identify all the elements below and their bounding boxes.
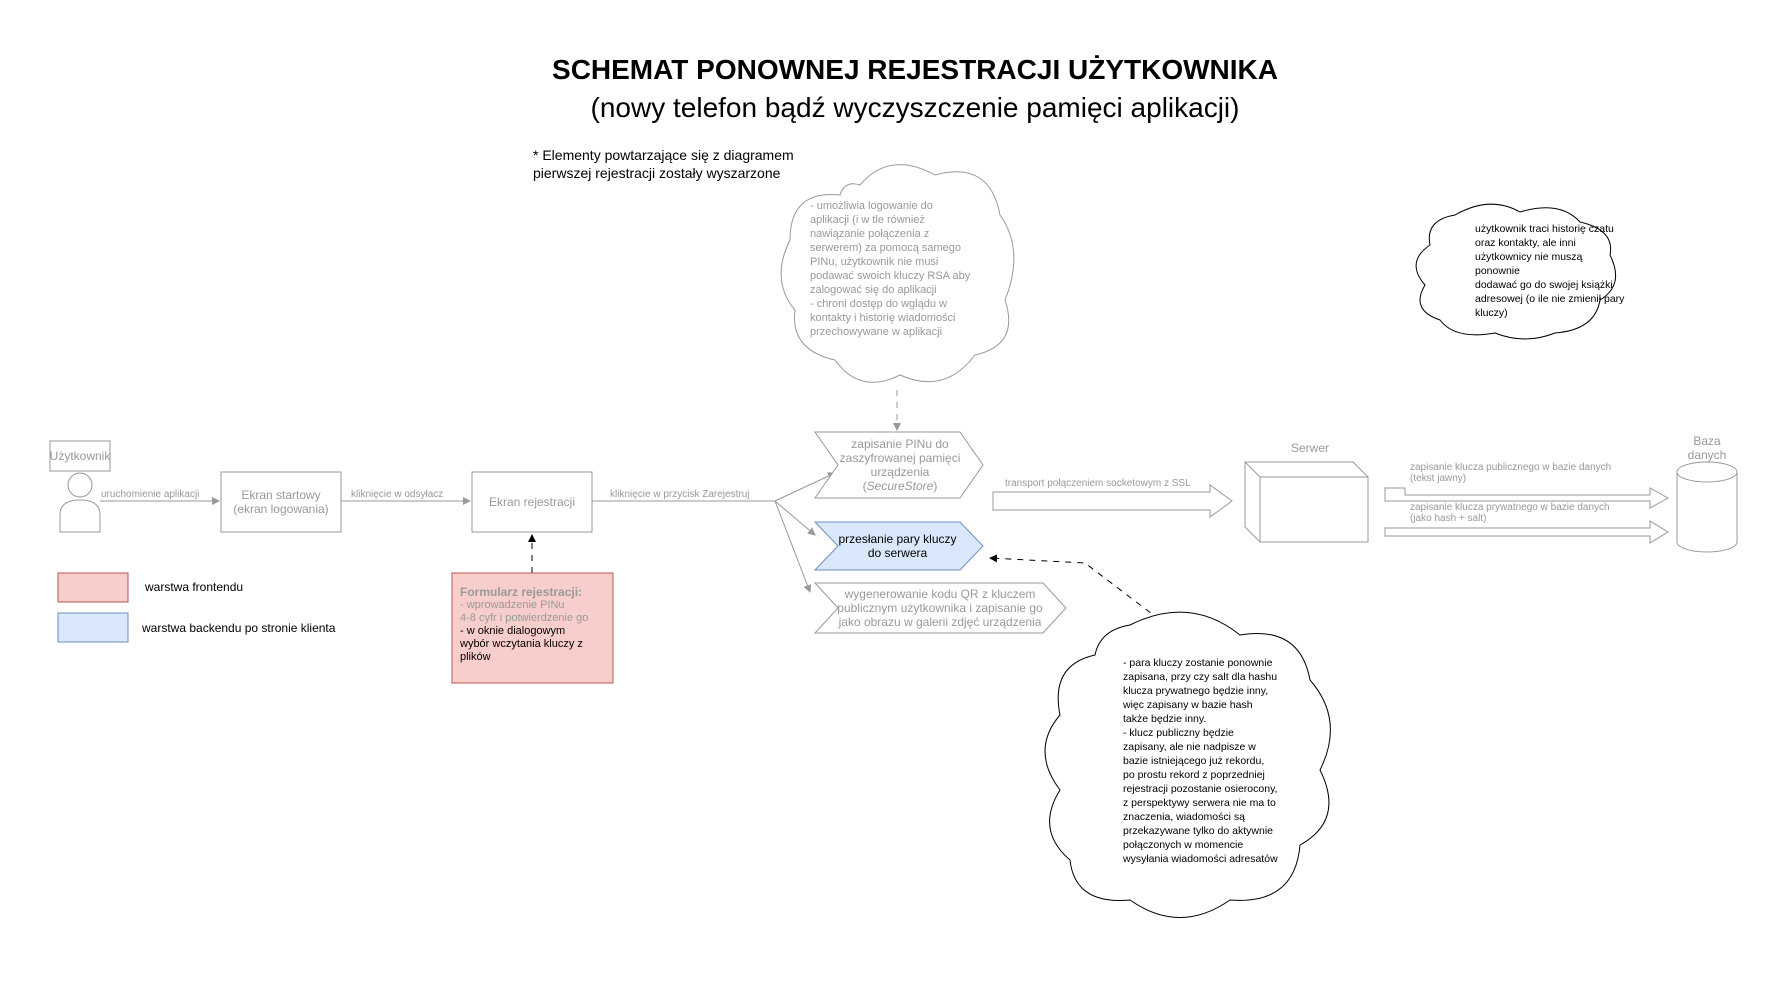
history-info-text: użytkownik traci historię czatu oraz kon…: [1475, 223, 1625, 319]
form-title: Formularz rejestracji:: [460, 585, 583, 599]
edge-to-generate-qr: [774, 500, 812, 593]
edge-label-save-private: zapisanie klucza prywatnego w bazie dany…: [1410, 502, 1610, 524]
legend-backend-swatch: [57, 612, 129, 643]
edge-label-click-link: kliknięcie w odsyłacz: [351, 489, 444, 500]
server-label: Serwer: [1290, 441, 1329, 455]
save-pin-step: [814, 431, 984, 499]
actor-label: Użytkownik: [49, 449, 111, 463]
edge-label-save-public: zapisanie klucza publicznego w bazie dan…: [1410, 462, 1612, 484]
edge-keys-cloud-to-send: [989, 554, 1161, 621]
history-info-cloud: [1415, 203, 1617, 340]
save-pin-end: ): [933, 479, 938, 493]
save-pin-italic: SecureStore: [866, 479, 934, 493]
save-pin-label: zapisanie PINu do zaszyfrowanej pamięci …: [835, 436, 965, 494]
form-line-dialog: - w oknie dialogowym wybór wczytania klu…: [460, 625, 583, 663]
save-public-arrow: [1384, 487, 1670, 509]
register-screen-box: [471, 471, 593, 533]
save-private-arrow: [1384, 520, 1669, 544]
pin-info-cloud: [780, 164, 1015, 383]
send-keys-step: [813, 521, 984, 571]
edge-to-save-pin: [774, 472, 836, 502]
edge-to-send-keys: [774, 500, 816, 536]
diagram-title: SCHEMAT PONOWNEJ REJESTRACJI UŻYTKOWNIKA: [552, 54, 1278, 85]
registration-form-box: [451, 572, 614, 684]
keys-info-text: - para kluczy zostanie ponownie zapisana…: [1123, 657, 1278, 865]
actor-user-icon: [49, 440, 111, 533]
diagram-subtitle: (nowy telefon bądź wyczyszczenie pamięci…: [590, 92, 1240, 123]
edge-label-transport: transport połączeniem socketowym z SSL: [1005, 478, 1191, 489]
keys-info-cloud: [1044, 611, 1331, 918]
send-keys-label: przesłanie pary kluczy do serwera: [838, 532, 957, 560]
transport-arrow: [992, 484, 1233, 518]
greyed-note: * Elementy powtarzające się z diagramem …: [533, 147, 794, 181]
database-shape: [1676, 461, 1738, 553]
pin-info-text: - umożliwia logowanie do aplikacji (i w …: [810, 200, 971, 338]
generate-qr-label: wygenerowanie kodu QR z kluczem publiczn…: [837, 587, 1043, 629]
legend-frontend-label: warstwa frontendu: [145, 580, 244, 594]
server-shape: [1244, 461, 1369, 543]
edge-label-launch: uruchomienie aplikacji: [101, 489, 200, 500]
legend-frontend-swatch: [57, 572, 129, 603]
edge-label-click-register: kliknięcie w przycisk Zarejestruj: [610, 489, 750, 500]
start-screen-label: Ekran startowy (ekran logowania): [233, 488, 329, 516]
register-screen-label: Ekran rejestracji: [488, 495, 576, 509]
start-screen-box: [220, 471, 342, 533]
form-line-pin: - wprowadzenie PINu 4-8 cyfr i potwierdz…: [460, 599, 589, 624]
registration-form-content: Formularz rejestracji: - wprowadzenie PI…: [460, 586, 610, 664]
save-pin-text: zapisanie PINu do zaszyfrowanej pamięci …: [839, 437, 961, 493]
generate-qr-step: [813, 582, 1067, 634]
legend-backend-label: warstwa backendu po stronie klienta: [142, 621, 336, 635]
database-label: Baza danych: [1687, 434, 1727, 462]
